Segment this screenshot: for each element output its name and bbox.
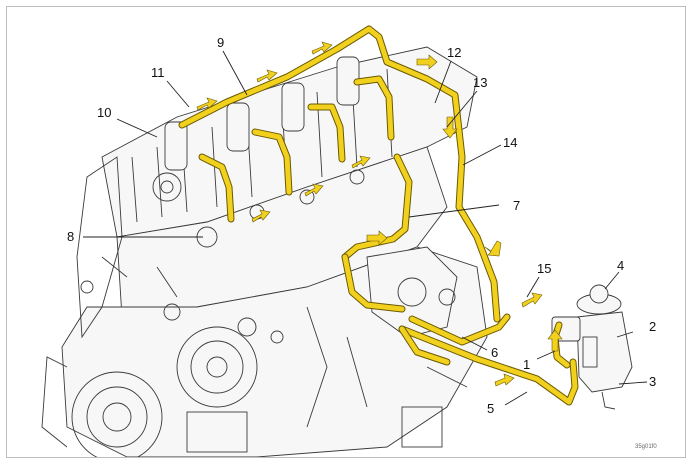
- callout-label-8: 8: [67, 229, 74, 244]
- callout-label-3: 3: [649, 374, 656, 389]
- flow-arrow: [366, 230, 388, 246]
- callout-label-2: 2: [649, 319, 656, 334]
- callout-label-5: 5: [487, 401, 494, 416]
- callout-label-4: 4: [617, 258, 624, 273]
- flow-arrow: [304, 183, 324, 197]
- flow-arrow: [494, 373, 515, 387]
- flow-arrow: [547, 329, 563, 352]
- callout-label-6: 6: [491, 345, 498, 360]
- callout-label-12: 12: [447, 45, 461, 60]
- callout-label-1: 1: [523, 357, 530, 372]
- engine-fuel-system-diagram: 1 2 3 4 5 6 7 8 9 10 11 12 13: [41, 25, 657, 457]
- callout-label-9: 9: [217, 35, 224, 50]
- image-code: 35g01f0: [635, 444, 657, 450]
- flow-arrow: [351, 155, 371, 169]
- callout-label-14: 14: [503, 135, 517, 150]
- callout-label-15: 15: [537, 261, 551, 276]
- callout-label-10: 10: [97, 105, 111, 120]
- fuel-filter-assembly: [551, 284, 633, 410]
- flow-arrow: [484, 240, 502, 257]
- callout-label-13: 13: [473, 75, 487, 90]
- flow-arrow: [251, 209, 271, 223]
- flow-arrow: [196, 97, 218, 111]
- flow-arrows: [196, 41, 563, 387]
- callout-label-7: 7: [513, 198, 520, 213]
- fuel-lines: [178, 25, 579, 406]
- callout-label-11: 11: [151, 65, 165, 80]
- flow-arrow: [442, 116, 458, 139]
- flow-arrow: [256, 69, 278, 83]
- callouts: 1 2 3 4 5 6 7 8 9 10 11 12 13: [67, 35, 656, 416]
- diagram-frame: 1 2 3 4 5 6 7 8 9 10 11 12 13: [6, 6, 686, 458]
- flow-arrow: [311, 41, 333, 55]
- flow-arrow: [416, 54, 438, 70]
- flow-arrow: [521, 292, 543, 308]
- engine-block-drawing: [41, 46, 488, 457]
